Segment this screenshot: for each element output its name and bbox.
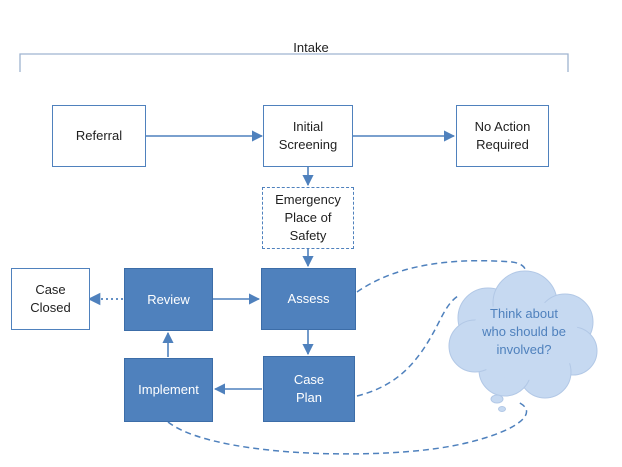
intake-title: Intake <box>293 40 329 55</box>
review-box: Review <box>124 268 213 331</box>
case-plan-box: Case Plan <box>263 356 355 422</box>
case-closed-box: Case Closed <box>11 268 90 330</box>
dashed-loop-assess <box>356 259 527 293</box>
initial-screening-box: Initial Screening <box>263 105 353 167</box>
assess-box: Assess <box>261 268 356 330</box>
intake-bracket <box>19 53 569 72</box>
no-action-required-box: No Action Required <box>456 105 549 167</box>
emergency-place-of-safety-box: Emergency Place of Safety <box>262 187 354 249</box>
implement-box: Implement <box>124 358 213 422</box>
dashed-loop-case-plan <box>356 295 459 397</box>
thought-cloud <box>448 270 598 412</box>
dashed-loop-implement <box>167 401 528 455</box>
referral-box: Referral <box>52 105 146 167</box>
thought-cloud-text: Think about who should be involved? <box>482 306 566 357</box>
